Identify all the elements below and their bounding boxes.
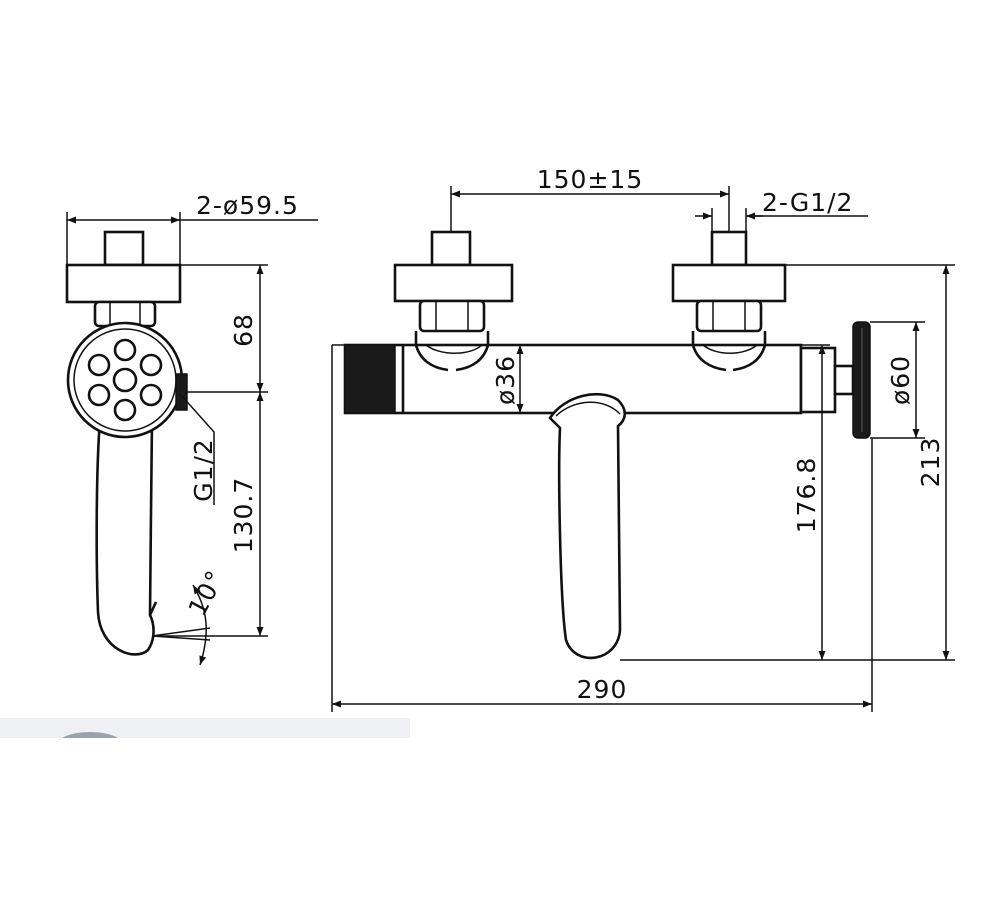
dim-side-length: 130.7 (229, 477, 258, 554)
front-view-dimensions (331, 186, 955, 712)
dim-side-angle: 10° (183, 565, 231, 620)
dim-total-height: 213 (916, 437, 945, 488)
dim-side-height: 68 (229, 313, 258, 347)
side-view-dimensions (66, 212, 318, 637)
dim-inlet-thread: 2-G1/2 (762, 188, 853, 217)
scan-artifact (0, 718, 410, 738)
dim-knob-diameter: ø60 (886, 355, 915, 405)
dim-handle-height: 176.8 (792, 457, 821, 534)
dim-total-width: 290 (577, 675, 628, 704)
front-view (343, 230, 871, 660)
dim-side-diameter: 2-ø59.5 (196, 191, 299, 220)
dim-spacing: 150±15 (537, 165, 643, 194)
dim-body-diameter: ø36 (491, 355, 520, 405)
dim-side-thread: G1/2 (189, 438, 218, 502)
side-view (65, 230, 215, 666)
